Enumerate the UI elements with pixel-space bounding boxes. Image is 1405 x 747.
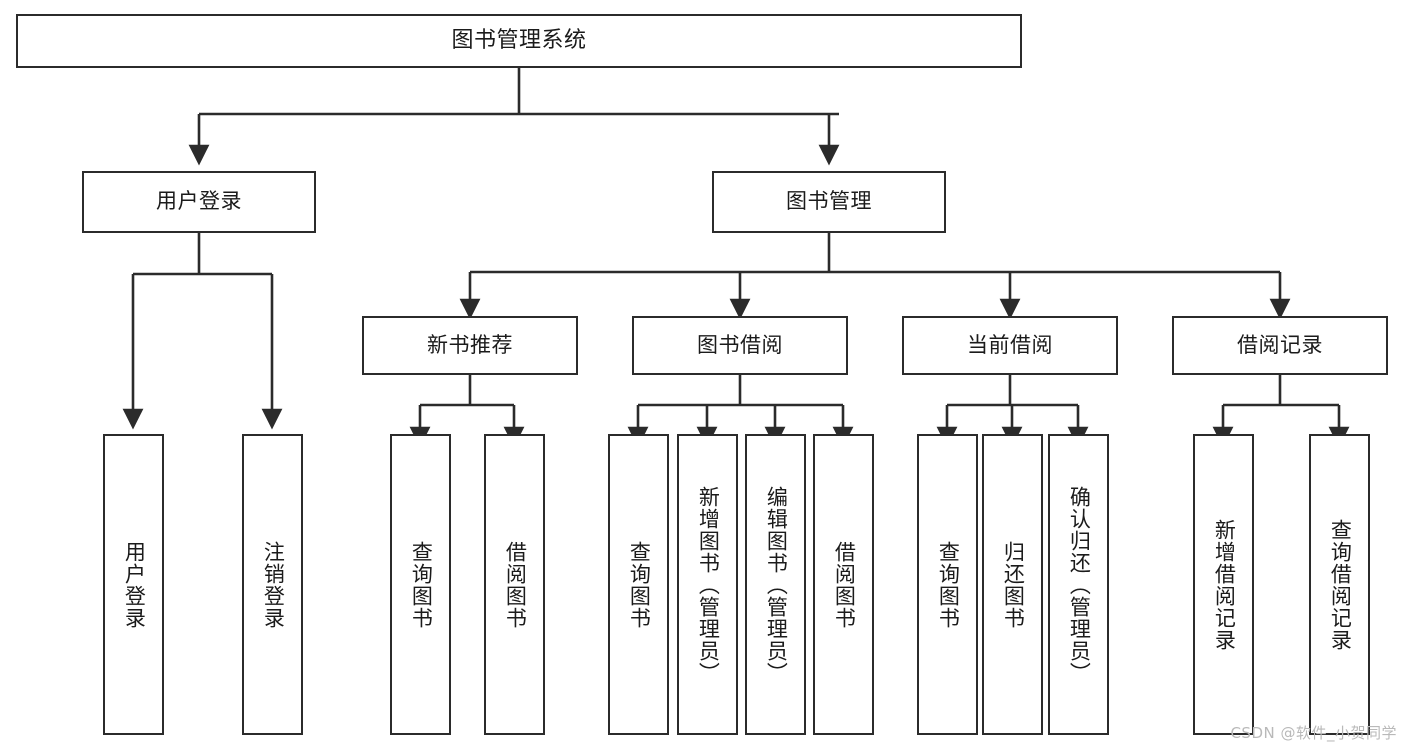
node-current-borrow[interactable]: 当前借阅	[902, 316, 1118, 375]
leaf-book-borrow-4[interactable]: 借阅图书	[813, 434, 874, 735]
node-user-login[interactable]: 用户登录	[82, 171, 316, 233]
leaf-book-borrow-3-label: 编辑图书（管理员）	[764, 485, 789, 684]
node-book-borrow-label: 图书借阅	[697, 332, 783, 357]
leaf-book-borrow-1-label: 查询图书	[627, 540, 652, 629]
leaf-user-login-2-label: 注销登录	[261, 540, 286, 629]
node-new-book-recommendation-label: 新书推荐	[427, 332, 513, 357]
leaf-current-borrow-2-label: 归还图书	[1001, 540, 1026, 629]
leaf-current-borrow-2[interactable]: 归还图书	[982, 434, 1043, 735]
node-root[interactable]: 图书管理系统	[16, 14, 1022, 68]
leaf-borrow-record-1-label: 新增借阅记录	[1212, 518, 1237, 651]
node-book-management-label: 图书管理	[786, 189, 872, 214]
leaf-new-book-1-label: 查询图书	[409, 540, 434, 629]
node-book-borrow[interactable]: 图书借阅	[632, 316, 848, 375]
node-root-label: 图书管理系统	[451, 27, 587, 53]
leaf-book-borrow-4-label: 借阅图书	[832, 540, 857, 629]
node-new-book-recommendation[interactable]: 新书推荐	[362, 316, 578, 375]
node-borrow-record-label: 借阅记录	[1237, 332, 1323, 357]
leaf-user-login-1-label: 用户登录	[122, 540, 147, 629]
leaf-book-borrow-3[interactable]: 编辑图书（管理员）	[745, 434, 806, 735]
leaf-user-login-2[interactable]: 注销登录	[242, 434, 303, 735]
leaf-current-borrow-1-label: 查询图书	[936, 540, 961, 629]
node-book-management[interactable]: 图书管理	[712, 171, 946, 233]
leaf-book-borrow-1[interactable]: 查询图书	[608, 434, 669, 735]
leaf-borrow-record-2[interactable]: 查询借阅记录	[1309, 434, 1370, 735]
node-current-borrow-label: 当前借阅	[967, 332, 1053, 357]
leaf-book-borrow-2[interactable]: 新增图书（管理员）	[677, 434, 738, 735]
leaf-book-borrow-2-label: 新增图书（管理员）	[696, 485, 721, 684]
node-user-login-label: 用户登录	[156, 189, 242, 214]
leaf-new-book-2-label: 借阅图书	[503, 540, 528, 629]
leaf-new-book-1[interactable]: 查询图书	[390, 434, 451, 735]
leaf-borrow-record-1[interactable]: 新增借阅记录	[1193, 434, 1254, 735]
leaf-borrow-record-2-label: 查询借阅记录	[1328, 518, 1353, 651]
leaf-user-login-1[interactable]: 用户登录	[103, 434, 164, 735]
leaf-current-borrow-3-label: 确认归还（管理员）	[1067, 485, 1092, 684]
leaf-current-borrow-3[interactable]: 确认归还（管理员）	[1048, 434, 1109, 735]
leaf-current-borrow-1[interactable]: 查询图书	[917, 434, 978, 735]
leaf-new-book-2[interactable]: 借阅图书	[484, 434, 545, 735]
node-borrow-record[interactable]: 借阅记录	[1172, 316, 1388, 375]
